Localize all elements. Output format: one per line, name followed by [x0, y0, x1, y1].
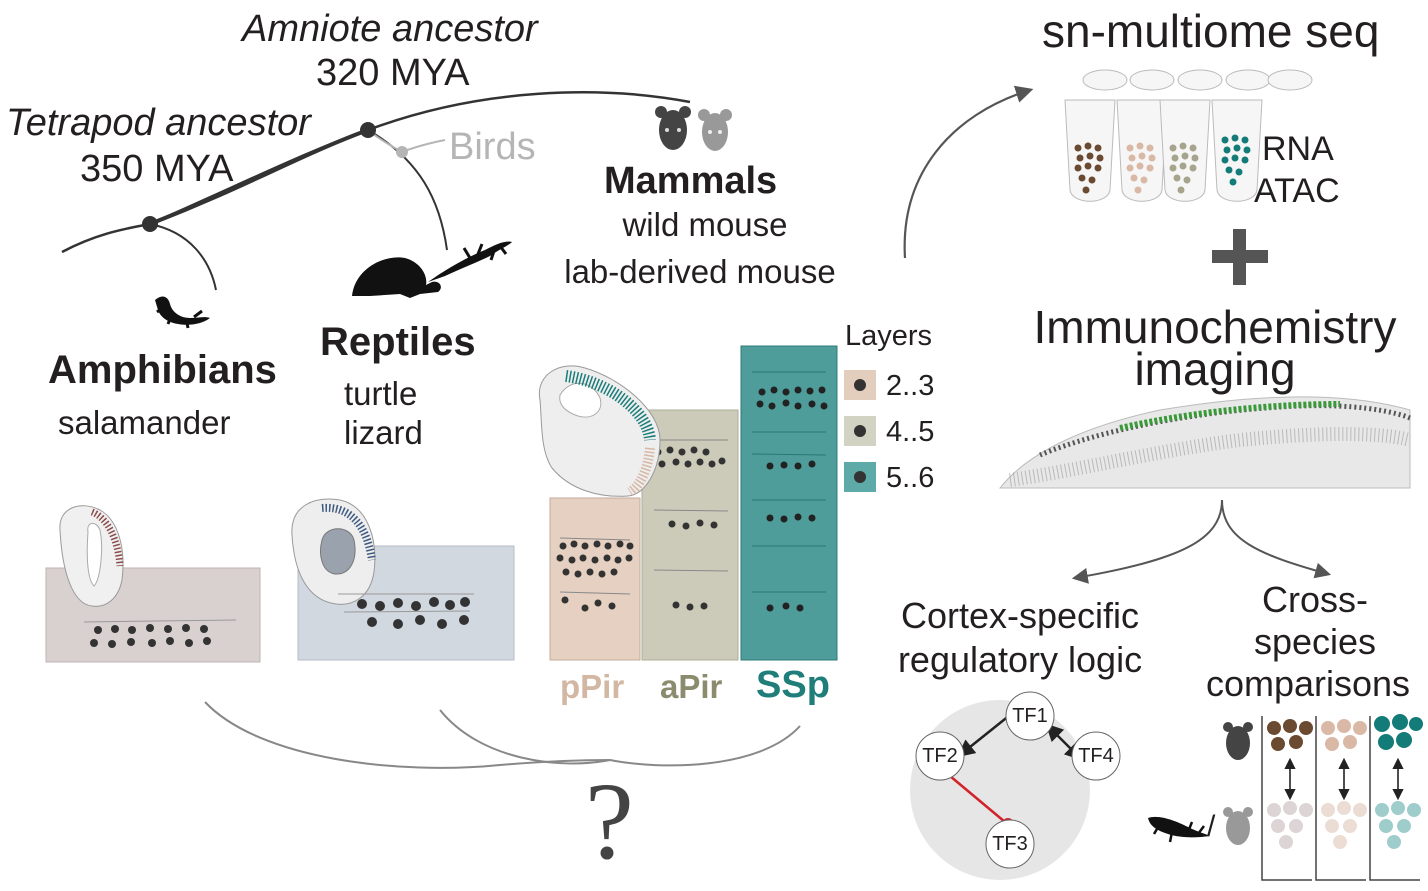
tf4-label: TF4: [1078, 745, 1114, 767]
amniote-node: [360, 122, 376, 138]
birds-label: Birds: [449, 126, 536, 168]
mammals-wild-mouse: wild mouse: [622, 206, 788, 243]
mouse-dark-icon: [655, 106, 691, 150]
layers-legend: [844, 370, 876, 492]
atac-label: ATAC: [1254, 172, 1340, 210]
amphibians-salamander: salamander: [58, 404, 231, 441]
tf2-node: [915, 731, 965, 781]
turtle-icon: [352, 257, 441, 298]
reptiles-title: Reptiles: [320, 320, 476, 364]
tf1-node: [1005, 691, 1055, 741]
tf2-label: TF2: [922, 745, 958, 767]
lizard-icon: [428, 241, 512, 282]
tf1-label: TF1: [1012, 705, 1048, 727]
seq-title: sn-multiome seq: [1042, 5, 1380, 57]
mouse-brain-icon: [538, 365, 661, 497]
mammals-title: Mammals: [604, 160, 778, 202]
amphibians-title: Amphibians: [48, 348, 277, 392]
imaging-title-line1: Immunochemistry: [1033, 301, 1397, 353]
comparison-arcs: [204, 701, 801, 769]
imaging-title-line2: imaging: [1134, 343, 1296, 395]
mouse-compare-dark-icon: [1223, 722, 1253, 760]
amniote-title: Amniote ancestor: [242, 8, 538, 50]
tf3-label: TF3: [992, 833, 1028, 855]
rna-label: RNA: [1262, 130, 1334, 168]
legend-label-5-6: 5..6: [886, 462, 935, 494]
cross-title-line2: species: [1253, 621, 1377, 662]
mammal-cortex-columns: [538, 345, 838, 661]
ppir-column: [549, 497, 641, 661]
cross-title-line1: Cross-: [1262, 579, 1368, 620]
reptile-cortex-panel: [291, 498, 515, 661]
method-arrow: [903, 85, 1034, 259]
tetrapod-node: [142, 216, 158, 232]
region-ppir: pPir: [560, 668, 625, 705]
salamander-compare-icon: [1148, 816, 1210, 843]
tf4-node: [1071, 731, 1121, 781]
salamander-icon: [155, 296, 210, 329]
output-arrows: [1071, 499, 1332, 584]
regulatory-title-line1: Cortex-specific: [900, 595, 1140, 636]
reptiles-turtle: turtle: [344, 375, 418, 412]
immunochemistry-image: [998, 396, 1412, 489]
mouse-compare-light-icon: [1223, 807, 1253, 845]
mouse-light-icon: [698, 109, 732, 151]
birds-node: [396, 146, 408, 158]
amniote-age: 320 MYA: [316, 52, 470, 94]
cross-species-panel: [1148, 714, 1423, 881]
regulatory-title-line2: regulatory logic: [897, 639, 1143, 680]
region-ssp: SSp: [756, 664, 830, 706]
layers-legend-title: Layers: [845, 320, 933, 352]
multiome-tubes: [1064, 69, 1313, 202]
amphibian-cortex-panel: [45, 505, 261, 663]
question-mark: ?: [585, 760, 634, 882]
legend-label-4-5: 4..5: [886, 416, 935, 448]
reptiles-lizard: lizard: [344, 414, 423, 451]
plus-icon: [1212, 229, 1268, 285]
tetrapod-age: 350 MYA: [80, 148, 234, 190]
tf-network: [910, 691, 1121, 880]
phylogenetic-tree: [61, 91, 691, 291]
species-slash: /: [1207, 810, 1216, 843]
legend-label-2-3: 2..3: [886, 370, 935, 402]
region-apir: aPir: [660, 668, 723, 705]
tetrapod-title: Tetrapod ancestor: [6, 102, 311, 144]
tf3-node: [985, 819, 1035, 869]
cross-title-line3: comparisons: [1205, 663, 1411, 704]
mammals-lab-mouse: lab-derived mouse: [564, 253, 836, 290]
